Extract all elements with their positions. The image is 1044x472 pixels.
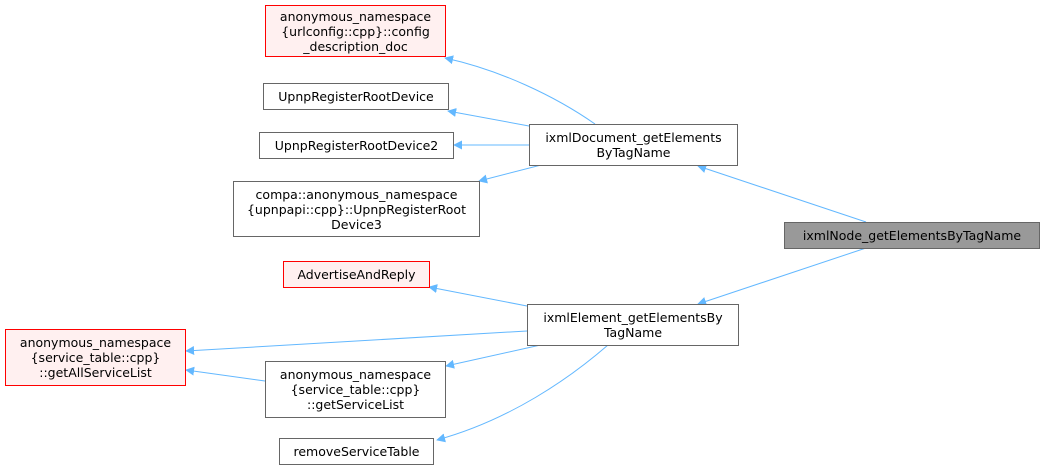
node-ixml-element-get-elements[interactable]: ixmlElement_getElementsBy TagName [527,304,739,346]
edge-ixml-document-to-ixml-node [697,164,867,223]
edge-register-root-device-to-ixml-document [447,108,530,127]
node-label-line: UpnpRegisterRootDevice [278,89,434,104]
edge-register-root-device3-to-ixml-document [478,163,546,184]
node-label-line: {service_table::cpp} [290,382,421,397]
node-get-all-service-list[interactable]: anonymous_namespace {service_table::cpp}… [5,329,186,386]
node-label-line: {upnpapi::cpp}::UpnpRegisterRoot [246,201,466,217]
node-upnp-register-root-device2[interactable]: UpnpRegisterRootDevice2 [259,132,454,159]
edge-config-doc-to-ixml-document [444,55,596,125]
node-label-line: {urlconfig::cpp}::config [281,23,430,39]
node-label-line: compa::anonymous_namespace [255,186,458,202]
node-advertise-and-reply[interactable]: AdvertiseAndReply [283,261,430,288]
node-config-description-doc[interactable]: anonymous_namespace {urlconfig::cpp}::co… [265,5,446,57]
edge-remove-service-table-to-ixml-element [436,344,609,443]
node-get-service-list[interactable]: anonymous_namespace {service_table::cpp}… [265,361,446,418]
edge-advertise-to-ixml-element [428,284,528,307]
node-label-line: ::getAllServiceList [39,365,152,380]
node-ixml-node-get-elements: ixmlNode_getElementsByTagName [784,222,1040,249]
node-label-line: ixmlElement_getElementsBy [543,310,723,325]
edge-get-all-service-list-to-ixml-element [185,330,528,356]
node-ixml-document-get-elements[interactable]: ixmlDocument_getElements ByTagName [529,124,738,166]
node-label-line: ixmlDocument_getElements [545,130,722,145]
node-label-line: _description_doc [303,38,408,54]
node-label-line: Device3 [331,216,382,232]
edge-ixml-element-to-ixml-node [697,247,867,306]
node-label-line: {service_table::cpp} [30,350,161,365]
node-label-line: ByTagName [596,145,671,160]
node-upnp-register-root-device3[interactable]: compa::anonymous_namespace {upnpapi::cpp… [233,181,480,237]
node-label-line: anonymous_namespace [279,8,432,24]
node-label-line: ixmlNode_getElementsByTagName [802,228,1022,243]
node-upnp-register-root-device[interactable]: UpnpRegisterRootDevice [263,83,449,110]
node-remove-service-table[interactable]: removeServiceTable [279,438,434,465]
edge-get-service-list-to-ixml-element [445,343,546,369]
node-label-line: ::getServiceList [307,397,404,412]
node-label-line: removeServiceTable [293,444,420,459]
node-label-line: anonymous_namespace [19,335,172,350]
node-label-line: TagName [603,325,663,340]
edge-get-all-service-list-to-get-service-list [185,366,266,382]
node-label-line: UpnpRegisterRootDevice2 [274,138,439,153]
node-label-line: AdvertiseAndReply [297,267,416,282]
node-label-line: anonymous_namespace [279,367,432,382]
